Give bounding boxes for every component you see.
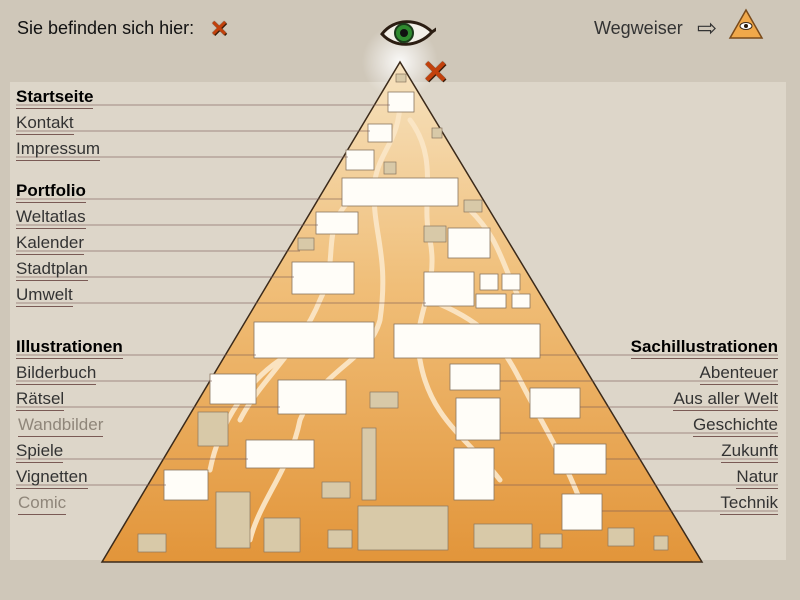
menu-stadtplan[interactable]: Stadtplan [16, 259, 88, 281]
menu-abenteuer[interactable]: Abenteuer [699, 363, 778, 385]
menu-portfolio[interactable]: Portfolio [16, 181, 86, 203]
eye-icon[interactable] [376, 14, 436, 54]
menu-vignetten[interactable]: Vignetten [16, 467, 88, 489]
menu-illustrationen[interactable]: Illustrationen [16, 337, 123, 359]
menu-wandbilder[interactable]: Wandbilder [18, 415, 104, 437]
menu-spiele[interactable]: Spiele [16, 441, 64, 463]
menu-raetsel[interactable]: Rätsel [16, 389, 65, 411]
pyramid-eye-icon[interactable] [728, 8, 764, 40]
current-location-marker-icon: ✕ [422, 54, 449, 90]
x-marker-icon: ✕ [210, 16, 229, 41]
menu-umwelt[interactable]: Umwelt [16, 285, 73, 307]
menu-startseite[interactable]: Startseite [16, 87, 94, 109]
menu-comic[interactable]: Comic [18, 493, 67, 515]
menu-geschichte[interactable]: Geschichte [692, 415, 778, 437]
menu-kalender[interactable]: Kalender [16, 233, 85, 255]
menu-technik[interactable]: Technik [720, 493, 778, 515]
guide-label[interactable]: Wegweiser [594, 18, 683, 38]
menu-impressum[interactable]: Impressum [16, 139, 101, 161]
menu-natur[interactable]: Natur [736, 467, 778, 489]
menu-aus-aller-welt[interactable]: Aus aller Welt [673, 389, 778, 411]
menu-sachillustrationen[interactable]: Sachillustrationen [630, 337, 778, 359]
top-bar: Sie befinden sich hier: ✕ Wegweiser ⇨ [0, 0, 800, 70]
menu-bilderbuch[interactable]: Bilderbuch [16, 363, 97, 385]
menu-zukunft[interactable]: Zukunft [721, 441, 778, 463]
menu-weltatlas[interactable]: Weltatlas [16, 207, 86, 229]
guide-arrow-icon: ⇨ [697, 15, 718, 42]
menu-kontakt[interactable]: Kontakt [16, 113, 74, 135]
location-label: Sie befinden sich hier: [17, 18, 195, 38]
